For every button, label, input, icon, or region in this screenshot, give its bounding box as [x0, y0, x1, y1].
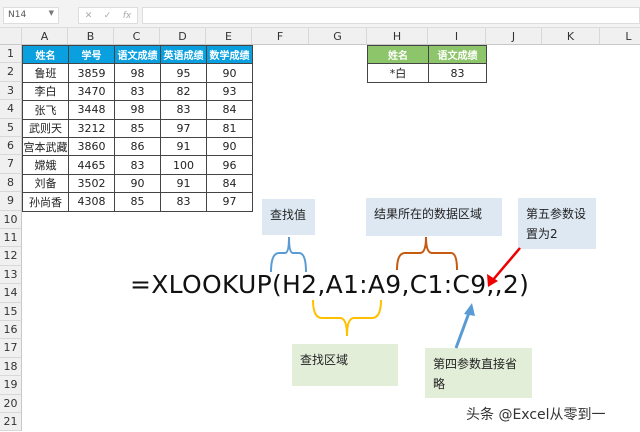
note-fifth-param: 第五参数设置为2: [518, 198, 596, 249]
column-header-L[interactable]: L: [600, 28, 640, 45]
lookup-value-cell[interactable]: 83: [428, 63, 487, 83]
column-header-F[interactable]: F: [252, 28, 309, 45]
row-header-17[interactable]: 17: [0, 339, 22, 358]
column-header-I[interactable]: I: [428, 28, 486, 45]
name-box-value: N14: [8, 10, 27, 20]
arrowhead-fourth: [464, 303, 475, 316]
column-header-H[interactable]: H: [367, 28, 428, 45]
column-header-K[interactable]: K: [542, 28, 600, 45]
row-header-11[interactable]: 11: [0, 229, 22, 248]
brace-lookup-range: [312, 299, 382, 337]
select-all-corner[interactable]: [0, 28, 22, 45]
arrow-fourth-param: [454, 309, 472, 349]
arrow-fifth-param: [491, 247, 521, 282]
row-header-19[interactable]: 19: [0, 376, 22, 395]
column-header-J[interactable]: J: [486, 28, 542, 45]
column-header-C[interactable]: C: [114, 28, 160, 45]
column-header-D[interactable]: D: [160, 28, 206, 45]
note-result-range: 结果所在的数据区域: [366, 198, 502, 236]
formula-text: =XLOOKUP(H2,A1:A9,C1:C9,,2): [130, 270, 530, 299]
row-header-13[interactable]: 13: [0, 265, 22, 285]
row-header-4[interactable]: 4: [0, 100, 22, 119]
row-header-3[interactable]: 3: [0, 81, 22, 101]
row-header-10[interactable]: 10: [0, 210, 22, 229]
row-header-20[interactable]: 20: [0, 394, 22, 413]
row-header-21[interactable]: 21: [0, 413, 22, 432]
row-header-15[interactable]: 15: [0, 302, 22, 321]
arrowhead-fifth: [487, 274, 498, 287]
fx-icon[interactable]: fx: [122, 10, 132, 21]
note-lookup-value: 查找值: [262, 199, 315, 235]
row-header-14[interactable]: 14: [0, 284, 22, 303]
brace-lookup-value: [270, 236, 307, 273]
table-cell[interactable]: 97: [206, 192, 253, 212]
row-header-2[interactable]: 2: [0, 63, 22, 82]
column-header-A[interactable]: A: [22, 28, 68, 45]
brace-result-range: [396, 236, 458, 271]
row-header-12[interactable]: 12: [0, 247, 22, 266]
row-header-6[interactable]: 6: [0, 137, 22, 156]
column-header-B[interactable]: B: [68, 28, 114, 45]
name-box[interactable]: N14 ▼: [3, 7, 59, 24]
row-header-18[interactable]: 18: [0, 357, 22, 377]
cancel-icon[interactable]: ✕: [84, 10, 93, 21]
row-header-8[interactable]: 8: [0, 173, 22, 193]
row-header-7[interactable]: 7: [0, 155, 22, 174]
column-header-E[interactable]: E: [206, 28, 252, 45]
row-header-5[interactable]: 5: [0, 118, 22, 137]
formula-buttons: ✕ ✓ fx: [78, 7, 138, 24]
row-header-9[interactable]: 9: [0, 192, 22, 211]
row-header-16[interactable]: 16: [0, 321, 22, 340]
enter-icon[interactable]: ✓: [103, 10, 112, 21]
chevron-down-icon[interactable]: ▼: [48, 9, 54, 17]
note-fourth-param: 第四参数直接省略: [425, 348, 532, 398]
watermark: 头条 @Excel从零到一: [466, 407, 606, 423]
column-header-G[interactable]: G: [309, 28, 367, 45]
row-header-1[interactable]: 1: [0, 45, 22, 64]
note-lookup-range: 查找区域: [292, 344, 398, 386]
